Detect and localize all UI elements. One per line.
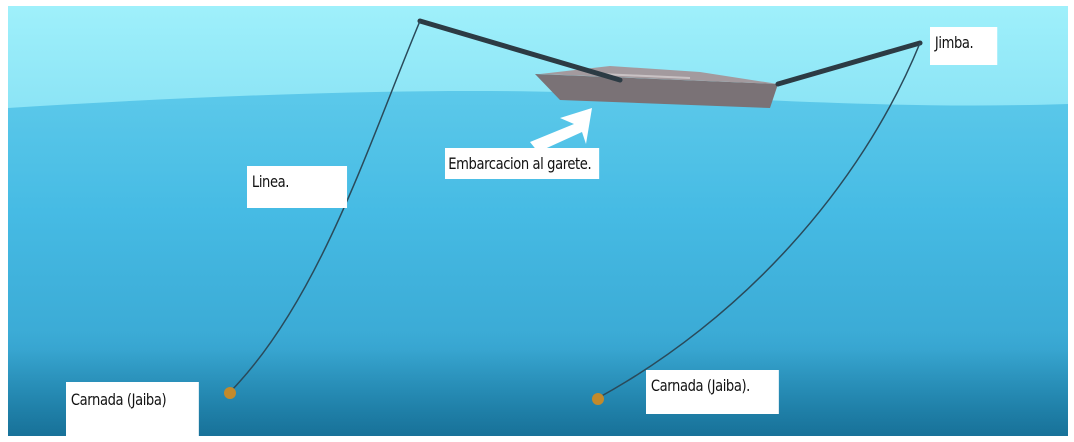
boat-label: Embarcacion al garete.	[445, 148, 599, 179]
bait-right	[592, 393, 604, 405]
line-label: Linea.	[247, 166, 347, 208]
jimba-label: Jimba.	[930, 27, 997, 65]
bait-left	[224, 387, 236, 399]
bait-right-label: Carnada (Jaiba).	[646, 370, 779, 414]
bait-left-label: Carnada (Jaiba)	[66, 382, 199, 436]
